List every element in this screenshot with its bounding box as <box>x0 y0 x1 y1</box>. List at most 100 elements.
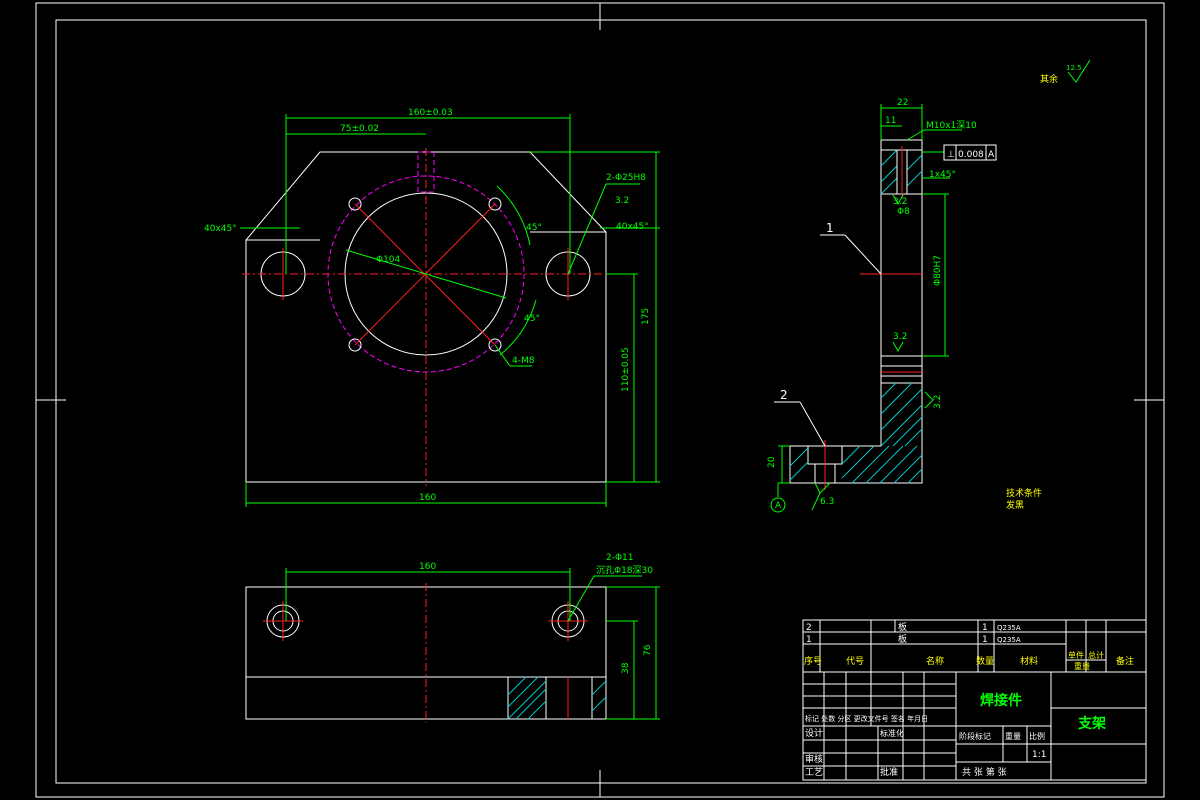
stage-label: 阶段标记 <box>959 731 991 741</box>
pin-dia: Φ8 <box>897 207 910 217</box>
side-top-hatch <box>880 146 923 198</box>
bottom-dim-inner-height: 38 <box>621 662 631 674</box>
roughness-rest-label: 其余 <box>1040 73 1058 85</box>
gdt-tolerance: 0.008 <box>958 150 984 160</box>
balloon-leader <box>844 234 882 275</box>
drawing-name: 支架 <box>1077 715 1106 732</box>
section-hatch <box>507 676 607 720</box>
part-row-name: 板 <box>898 633 907 645</box>
title-block: 支架 焊接件 标记 处数 分区 更改文件号 签名 年月日 设计 标准化 审核 工… <box>802 671 1147 781</box>
leader <box>906 129 925 141</box>
bottom-hole-callout-1: 2-Φ11 <box>606 553 634 563</box>
process-label: 工艺 <box>805 767 823 778</box>
dim-height: 175 <box>641 308 651 325</box>
side-dim-top-width: 22 <box>897 98 908 108</box>
side-chamfer: 1x45° <box>929 170 956 180</box>
side-upright-hatch <box>880 382 923 447</box>
leader <box>494 344 511 367</box>
dim-top-total: 160±0.03 <box>408 108 453 118</box>
bore-dim-line <box>345 249 507 299</box>
approve-label: 批准 <box>880 766 898 778</box>
leader <box>567 183 607 275</box>
parts-list: 2 板 1 Q235A 1 板 1 Q235A 序号 代号 名称 数量 材料 单… <box>802 619 1147 673</box>
part-row-name: 板 <box>898 621 907 633</box>
datum-circle <box>770 497 786 513</box>
tech-req-line: 发黑 <box>1006 499 1024 511</box>
roughness-symbol <box>892 194 904 206</box>
hdr-material: 材料 <box>1020 655 1038 667</box>
bottom-view: 160 2-Φ11 沉孔Φ18深30 76 38 <box>245 553 660 723</box>
bolt-hole <box>348 197 362 211</box>
hdr-weight: 重量 <box>1074 661 1090 671</box>
hole-callout: 2-Φ25H8 <box>606 173 646 183</box>
leader <box>567 575 595 622</box>
hdr-qty: 数量 <box>976 655 994 667</box>
part-row-material: Q235A <box>997 624 1021 632</box>
side-view: 22 11 M10x1深10 ⊥ 0.008 A 1x45° 3.2 Φ8 Φ8… <box>767 98 997 513</box>
bolt-holes-callout: 4-M8 <box>512 356 535 366</box>
hdr-weight-total: 总计 <box>1088 650 1104 660</box>
part-row-qty: 1 <box>982 623 988 633</box>
bore-dia: Φ104 <box>376 255 401 265</box>
part-row-no: 2 <box>806 623 812 633</box>
base-height: 20 <box>767 456 777 468</box>
side-bore-dia: Φ80H7 <box>933 255 943 286</box>
angle-arc <box>499 299 537 356</box>
gdt-frame: ⊥ 0.008 A <box>922 144 997 161</box>
thread-callout: M10x1深10 <box>926 120 977 131</box>
angle-arc <box>496 185 531 246</box>
part-type: 焊接件 <box>980 692 1022 709</box>
weight-label: 重量 <box>1005 731 1021 741</box>
front-view: 160±0.03 75±0.02 40x45° 40x45° 2-Φ25H8 3… <box>204 108 660 507</box>
side-dim-inner-width: 11 <box>885 116 896 126</box>
hdr-remark: 备注 <box>1116 655 1134 667</box>
part-row-no: 1 <box>806 635 812 645</box>
roughness-small: 3.2 <box>893 197 907 207</box>
balloon-leader <box>799 401 826 447</box>
scale-value: 1:1 <box>1032 750 1046 760</box>
sheet-label: 共 张 第 张 <box>962 766 1007 778</box>
dim-width: 160 <box>419 493 436 503</box>
standardize-label: 标准化 <box>880 728 904 738</box>
bolt-hole <box>348 338 362 352</box>
part-row-qty: 1 <box>982 635 988 645</box>
roughness-symbol <box>892 341 904 353</box>
roughness-mid: 3.2 <box>893 332 907 342</box>
hdr-no: 序号 <box>804 655 822 667</box>
gdt-symbol: ⊥ <box>947 150 955 160</box>
rev-headers: 标记 处数 分区 更改文件号 签名 年月日 <box>805 714 928 723</box>
roughness-weld: 3.2 <box>933 395 943 409</box>
dim-hole-spacing: 160 <box>419 562 436 572</box>
dim-center-height: 110±0.05 <box>621 347 631 392</box>
hdr-weight-single: 单件 <box>1068 650 1084 660</box>
balloon-2: 2 <box>780 388 788 402</box>
datum-label: A <box>775 501 782 511</box>
side-base-hatch <box>789 440 923 490</box>
leader <box>811 492 821 511</box>
review-label: 审核 <box>805 753 823 765</box>
bottom-dim-height: 76 <box>643 644 653 656</box>
chamfer-right: 40x45° <box>616 222 649 232</box>
bolt-hole <box>488 197 502 211</box>
inner-sheet-border <box>55 19 1147 784</box>
balloon-1: 1 <box>826 221 834 235</box>
outer-sheet-border <box>35 2 1165 798</box>
roughness-rest-symbol <box>1067 59 1091 83</box>
chamfer-left: 40x45° <box>204 224 237 234</box>
bolt-hole <box>488 338 502 352</box>
roughness-rest-value: 12.5 <box>1066 64 1082 72</box>
tech-req-title: 技术条件 <box>1006 487 1042 499</box>
dim-top-half: 75±0.02 <box>340 124 379 134</box>
roughness-symbol <box>814 482 831 494</box>
gdt-datum: A <box>988 150 995 160</box>
scale-label: 比例 <box>1029 731 1045 741</box>
bottom-hole-callout-2: 沉孔Φ18深30 <box>596 565 653 576</box>
bolt-angle-2: 45° <box>524 314 540 324</box>
design-label: 设计 <box>805 727 823 739</box>
roughness-holes: 3.2 <box>615 196 629 206</box>
hdr-name: 名称 <box>926 655 944 667</box>
roughness-symbol <box>924 391 934 409</box>
hdr-code: 代号 <box>846 656 864 667</box>
part-row-material: Q235A <box>997 636 1021 644</box>
